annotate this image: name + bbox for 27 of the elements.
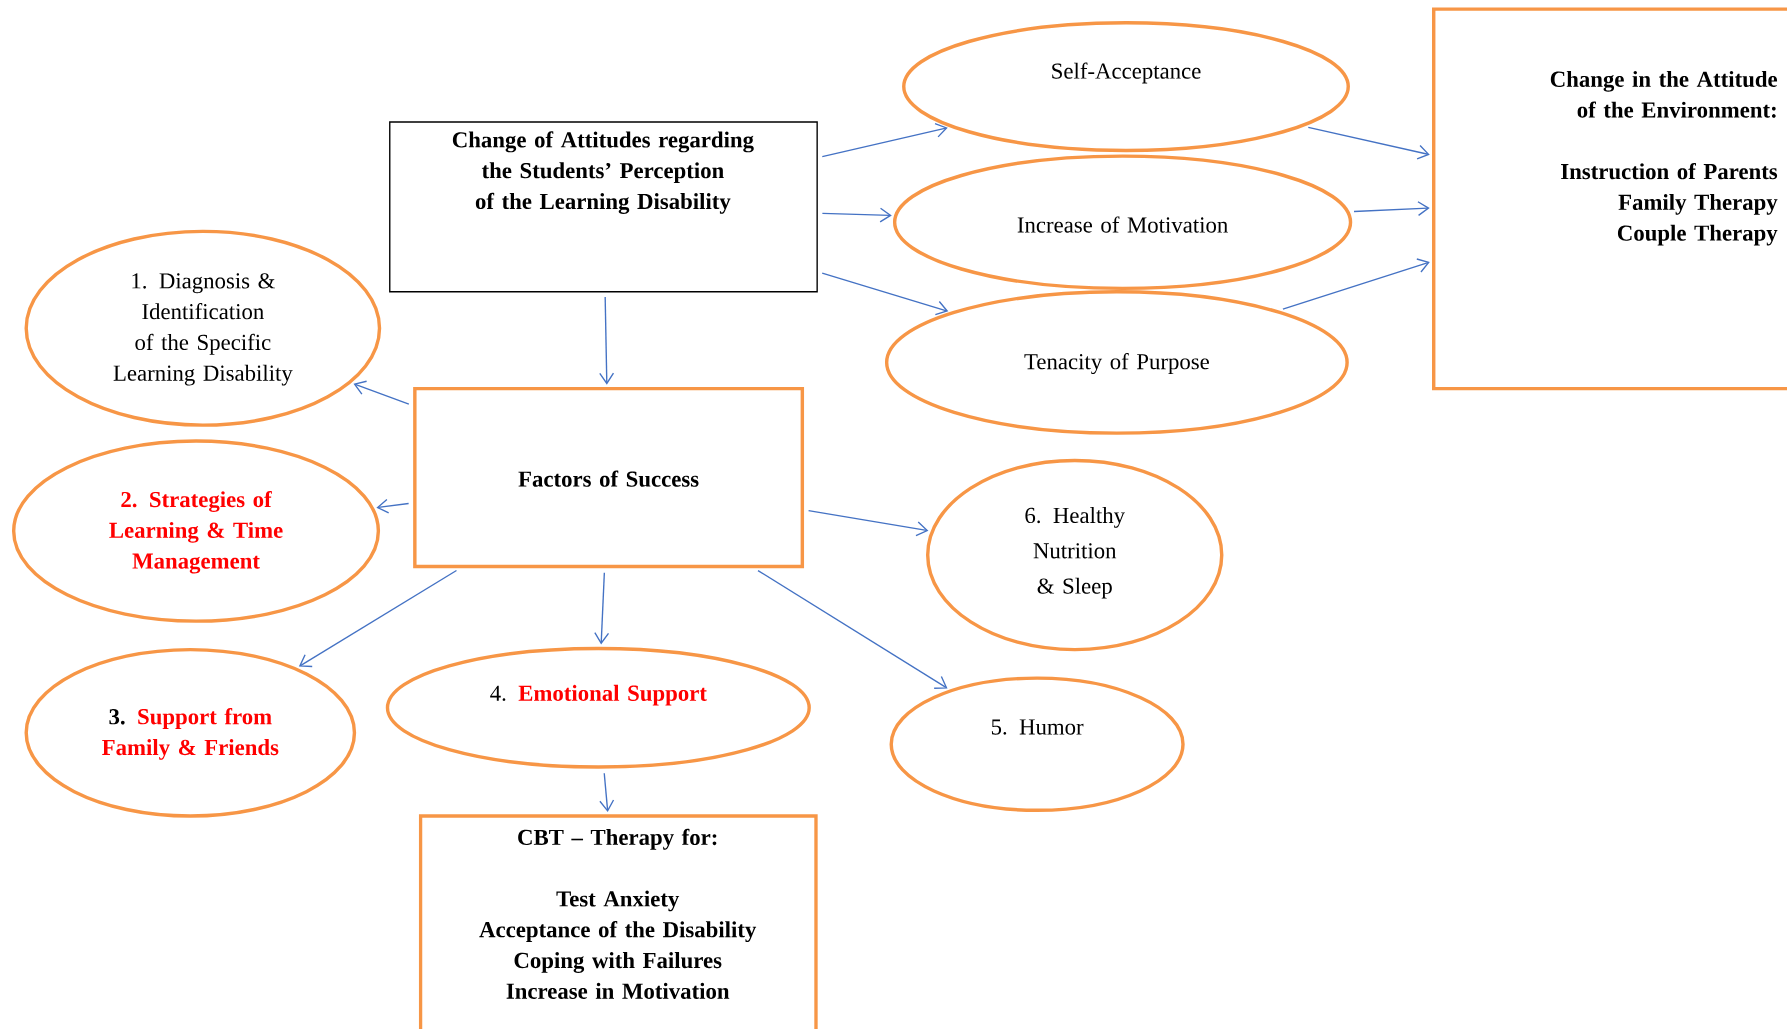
text-box: Change in the Attitude of the Environment: Instruction of Parents Family Therapy Couple Therapy xyxy=(1432,7,1787,391)
oval: Increase of Motivation xyxy=(892,154,1353,290)
text-box: CBT – Therapy for: Test Anxiety Acceptance of the Disability Coping with Failures Increase in Motivation xyxy=(418,814,818,1029)
arrow xyxy=(821,122,948,158)
arrow xyxy=(757,569,948,689)
oval: 1. Diagnosis & Identification of the Specific Learning Disability xyxy=(24,229,382,427)
arrow xyxy=(599,772,615,812)
oval: Self-Acceptance xyxy=(902,21,1350,153)
arrow xyxy=(353,380,410,405)
text-box: Factors of Success xyxy=(413,386,805,569)
oval: Tenacity of Purpose xyxy=(884,290,1349,435)
oval: 2. Strategies of Learning & Time Management xyxy=(11,439,381,623)
oval: 6. Healthy Nutrition & Sleep xyxy=(926,458,1224,652)
arrow xyxy=(376,498,410,514)
arrow xyxy=(821,207,892,223)
arrow xyxy=(821,272,949,316)
arrow xyxy=(1353,200,1430,216)
oval: 3. Support from Family & Friends xyxy=(24,647,357,818)
arrow xyxy=(298,569,458,668)
arrow xyxy=(594,571,610,645)
arrow xyxy=(1307,126,1430,160)
text-box: Change of Attitudes regarding the Students’ Perception of the Learning Disability xyxy=(389,121,818,293)
arrow xyxy=(807,509,929,537)
arrow xyxy=(599,296,615,385)
arrow xyxy=(1282,258,1430,310)
oval: 5. Humor xyxy=(889,676,1185,812)
oval: 4. Emotional Support xyxy=(385,646,811,769)
